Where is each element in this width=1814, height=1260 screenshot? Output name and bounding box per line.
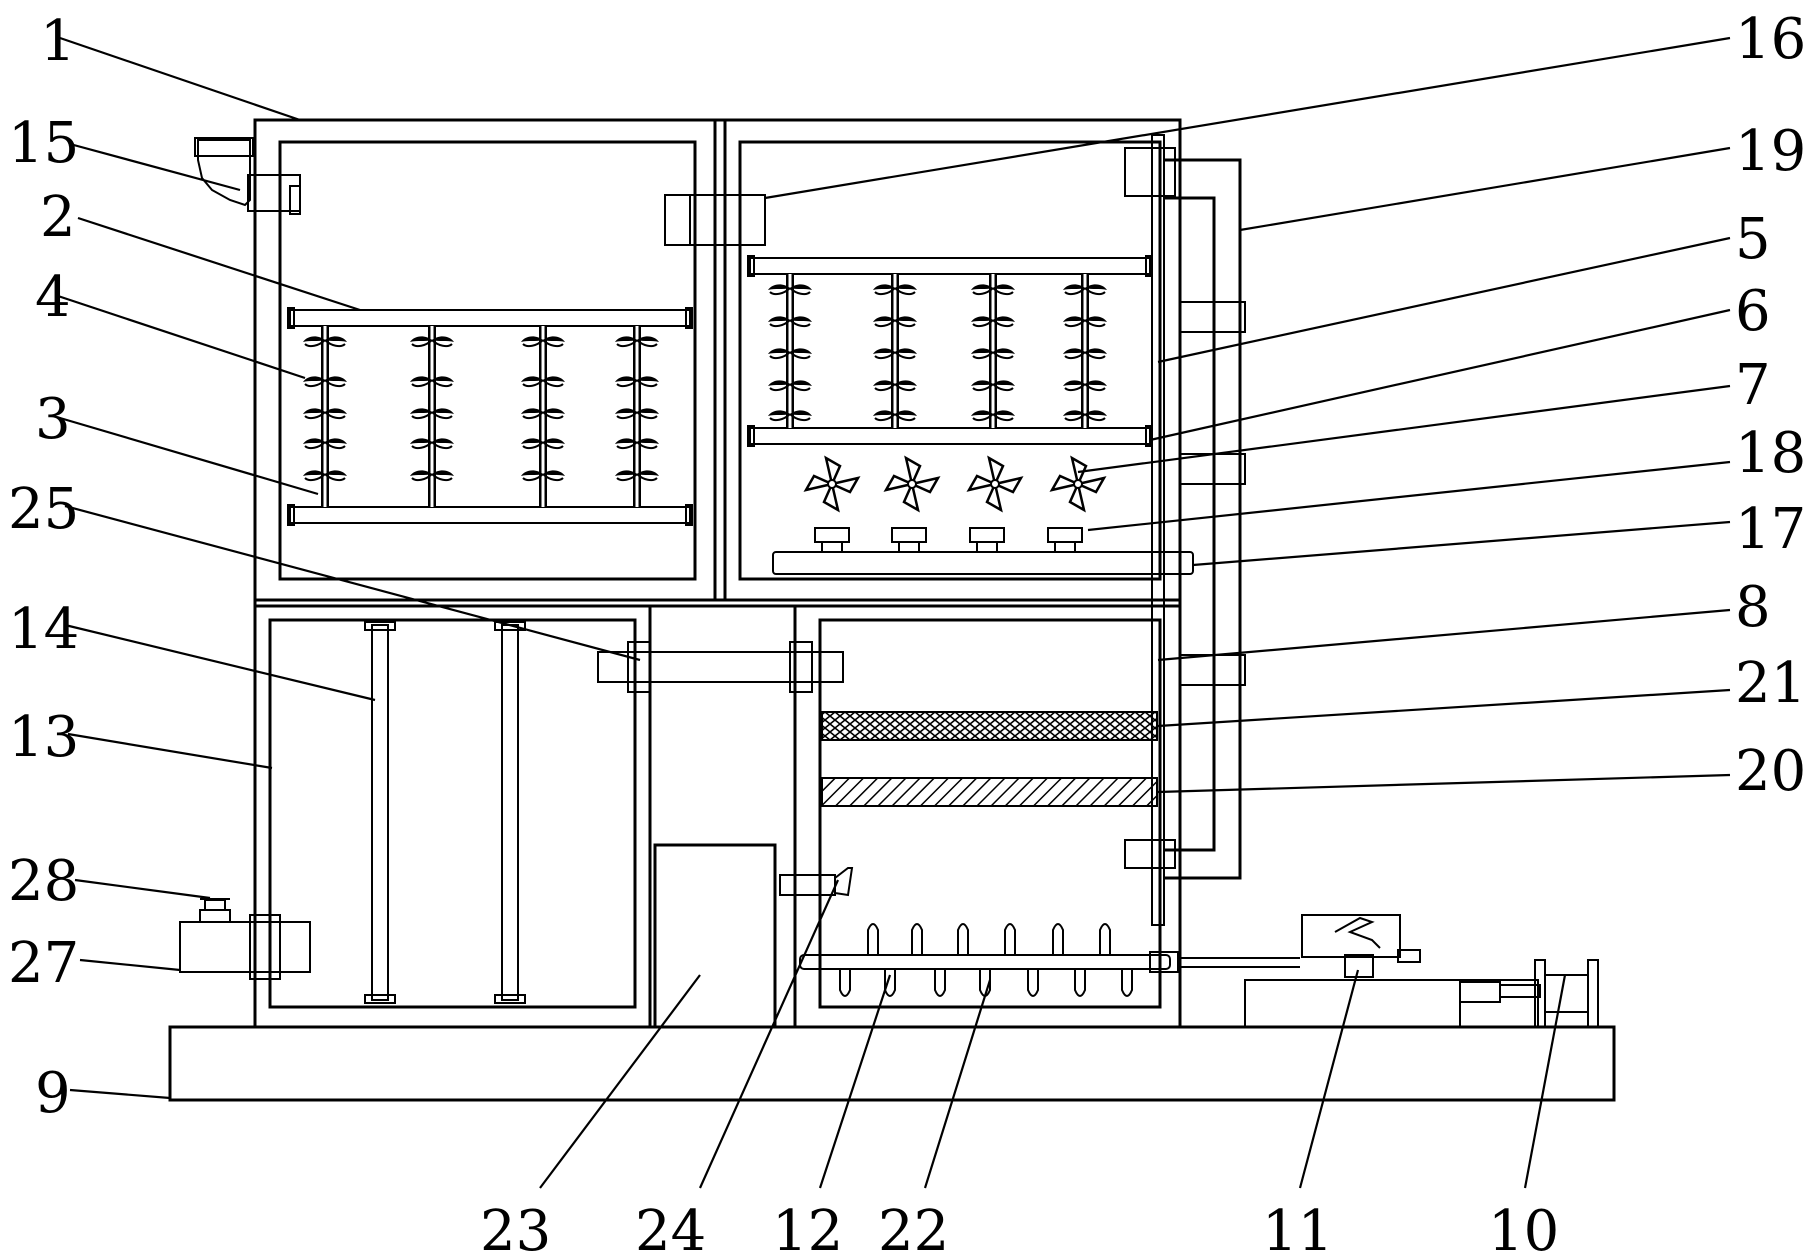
callout-21: 21 [1735,651,1806,716]
callout-3: 3 [35,387,71,452]
bubble-heads [839,923,1133,997]
callout-14: 14 [8,597,79,662]
drain-valve [179,898,311,980]
callout-24: 24 [635,1199,706,1260]
callout-15: 15 [8,111,79,176]
callout-25: 25 [8,477,79,542]
motor-unit [1459,959,1599,1028]
callout-17: 17 [1735,497,1806,562]
callout-10: 10 [1488,1199,1559,1260]
fan-icon [804,456,860,512]
callout-23: 23 [480,1199,551,1260]
callout-7: 7 [1735,353,1771,418]
upper-left-plants [302,326,660,507]
upper-right-chamber [738,140,1162,581]
inlet-pipe [197,139,251,207]
callout-5: 5 [1735,207,1771,272]
fan-row [804,456,1106,512]
callout-18: 18 [1735,421,1806,486]
fan-icon [967,456,1023,512]
water-pipe [1124,134,1246,926]
callout-2: 2 [40,185,76,250]
callout-16: 16 [1735,7,1806,72]
upper-left-chamber [278,140,697,581]
air-pump [1244,914,1539,1028]
callout-11: 11 [1262,1199,1333,1260]
callout-12: 12 [772,1199,843,1260]
lower-left-tank [268,618,637,1009]
aeration-pipe [799,951,1300,973]
callout-28: 28 [8,849,79,914]
callout-1: 1 [40,9,76,74]
aerator-nozzle [779,867,854,897]
leader-lines [57,36,1731,1189]
mesh-filter-layer [821,711,1158,741]
upper-right-plants [767,274,1108,428]
callout-8: 8 [1735,575,1771,640]
callout-9: 9 [35,1061,71,1126]
fan-icon [884,456,940,512]
callout-27: 27 [8,931,79,996]
fan-icon [1050,456,1106,512]
connecting-pipe [597,641,844,693]
callout-19: 19 [1735,119,1806,184]
callout-labels: 1 15 2 4 3 25 14 13 28 27 9 16 19 5 6 7 … [8,7,1806,1260]
callout-6: 6 [1735,279,1771,344]
hatched-filter-layer [821,777,1158,807]
pipe-joints [247,174,766,246]
nozzle-assembly [772,527,1194,575]
callout-22: 22 [878,1199,949,1260]
callout-13: 13 [8,705,79,770]
pump-box [653,843,777,1029]
callout-4: 4 [35,265,71,330]
callout-20: 20 [1735,739,1806,804]
base-plate [168,1025,1616,1102]
lower-right-chamber [793,606,1162,1027]
